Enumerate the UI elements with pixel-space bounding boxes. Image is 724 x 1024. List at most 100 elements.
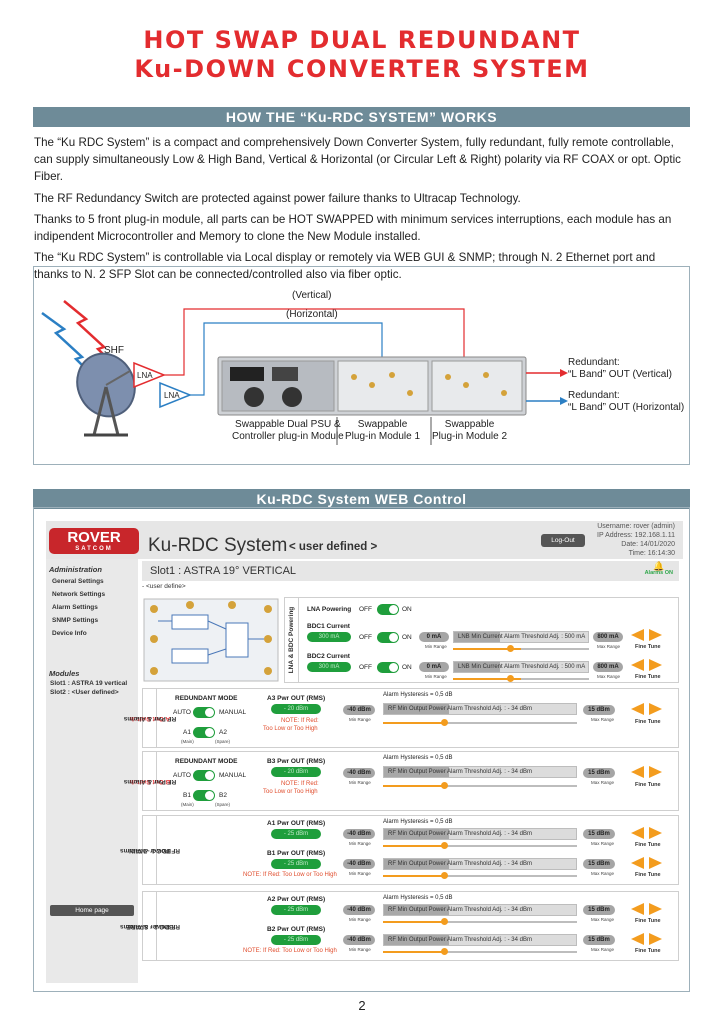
b3-min-range: -40 dBm xyxy=(343,768,375,778)
fine-tune-left-icon[interactable] xyxy=(631,933,644,945)
fine-tune-left-icon[interactable] xyxy=(631,903,644,915)
fine-tune-right-icon[interactable] xyxy=(649,703,662,715)
b2-max-range: 15 dBm xyxy=(583,935,615,945)
fine-tune-left-icon[interactable] xyxy=(631,629,644,641)
fine-tune-right-icon[interactable] xyxy=(649,766,662,778)
a3-pwr-value: - 20 dBm xyxy=(271,704,321,714)
slider-knob[interactable] xyxy=(441,948,448,955)
home-page-button[interactable]: Home page xyxy=(50,905,134,916)
on-label: ON xyxy=(402,664,412,671)
fine-tune-label: Fine Tune xyxy=(635,872,661,878)
fine-tune-right-icon[interactable] xyxy=(649,903,662,915)
slider-knob[interactable] xyxy=(441,782,448,789)
slider-knob[interactable] xyxy=(441,872,448,879)
slider-knob[interactable] xyxy=(441,918,448,925)
intro-paragraph: Thanks to 5 front plug-in module, all pa… xyxy=(34,212,672,244)
a2-threshold-slider[interactable] xyxy=(383,921,577,923)
slider-knob[interactable] xyxy=(507,645,514,652)
fine-tune-right-icon[interactable] xyxy=(649,827,662,839)
sidebar-item-alarm[interactable]: Alarm Settings xyxy=(52,604,98,611)
bdc1-threshold: LNB Min Current Alarm Threshold Adj. : 5… xyxy=(453,631,589,643)
fine-tune-left-icon[interactable] xyxy=(631,827,644,839)
fine-tune-left-icon[interactable] xyxy=(631,659,644,671)
slider-knob[interactable] xyxy=(441,842,448,849)
fine-tune-label: Fine Tune xyxy=(635,842,661,848)
fine-tune-right-icon[interactable] xyxy=(649,659,662,671)
alarm-hysteresis: Alarm Hysteresis = 0,5 dB xyxy=(383,819,453,825)
bdc1-toggle[interactable] xyxy=(377,632,399,643)
fine-tune-left-icon[interactable] xyxy=(631,703,644,715)
max-range-label: Max Range xyxy=(591,717,615,722)
page-title: HOT SWAP DUAL REDUNDANT Ku-DOWN CONVERTE… xyxy=(0,26,724,84)
b-mode-toggle[interactable] xyxy=(193,770,215,781)
a3-threshold-slider[interactable] xyxy=(383,722,577,724)
sidebar-item-slot2[interactable]: Slot2 : <User defined> xyxy=(50,689,119,696)
rdc-chassis-icon xyxy=(217,356,527,416)
lna-powering-toggle[interactable] xyxy=(377,604,399,615)
lna-blue-icon xyxy=(159,381,193,409)
b3-threshold-slider[interactable] xyxy=(383,785,577,787)
fine-tune-left-icon[interactable] xyxy=(631,857,644,869)
sidebar-item-network[interactable]: Network Settings xyxy=(52,591,106,598)
a2-threshold: RF Min Output Power Alarm Threshold Adj.… xyxy=(383,904,577,916)
on-label: ON xyxy=(402,634,412,641)
main-label: (Main) xyxy=(181,802,194,807)
bdc1-current-value: 300 mA xyxy=(307,632,351,642)
fine-tune-right-icon[interactable] xyxy=(649,629,662,641)
b1-threshold-slider[interactable] xyxy=(383,875,577,877)
b2-threshold-slider[interactable] xyxy=(383,951,577,953)
slider-knob[interactable] xyxy=(441,719,448,726)
bdc1-max-range: 800 mA xyxy=(593,632,623,642)
auto-label: AUTO xyxy=(173,772,191,779)
sidebar-heading-modules: Modules xyxy=(49,669,80,678)
max-range-label: Max Range xyxy=(591,947,615,952)
max-range-label: Max Range xyxy=(591,841,615,846)
note-label: Too Low or Too High xyxy=(263,726,318,732)
spare-label: (Spare) xyxy=(215,802,231,807)
b2-pwr-value: - 25 dBm xyxy=(271,935,321,945)
fine-tune-left-icon[interactable] xyxy=(631,766,644,778)
a-select-toggle[interactable] xyxy=(193,727,215,738)
b2-min-range: -40 dBm xyxy=(343,935,375,945)
a3-max-range: 15 dBm xyxy=(583,705,615,715)
bdc1-threshold-slider[interactable] xyxy=(453,648,589,650)
fine-tune-right-icon[interactable] xyxy=(649,857,662,869)
min-range-label: Min Range xyxy=(349,780,371,785)
bdc2-toggle[interactable] xyxy=(377,662,399,673)
sidebar-item-slot1[interactable]: Slot1 : ASTRA 19 vertical xyxy=(50,680,128,687)
label-out-vertical: Redundant:“L Band” OUT (Vertical) xyxy=(568,357,672,380)
bdc2-threshold: LNB Min Current Alarm Threshold Adj. : 5… xyxy=(453,661,589,673)
b3-pwr-value: - 20 dBm xyxy=(271,767,321,777)
bdc2-threshold-slider[interactable] xyxy=(453,678,589,680)
b-select-toggle[interactable] xyxy=(193,790,215,801)
slot-label: Slot1 : ASTRA 19° VERTICAL xyxy=(150,565,297,577)
b1-pwr-value: - 25 dBm xyxy=(271,859,321,869)
fine-tune-right-icon[interactable] xyxy=(649,933,662,945)
fine-tune-label: Fine Tune xyxy=(635,918,661,924)
alarms-indicator[interactable]: 🔔Alarms ON xyxy=(644,561,673,577)
user-info: Username: rover (admin)IP Address: 192.1… xyxy=(597,523,675,557)
b2-pwr-label: B2 Pwr OUT (RMS) xyxy=(267,926,326,933)
logout-button[interactable]: Log-Out xyxy=(541,534,585,547)
sidebar-item-snmp[interactable]: SNMP Settings xyxy=(52,617,99,624)
label-vertical: (Vertical) xyxy=(292,290,332,301)
min-range-label: Min Range xyxy=(425,674,447,679)
bdc1-min-range: 0 mA xyxy=(419,632,449,642)
a1-threshold-slider[interactable] xyxy=(383,845,577,847)
label-lna-2: LNA xyxy=(164,391,180,400)
section-lna-bdc: LNA & BDC Powering LNA Powering OFF ON B… xyxy=(284,597,679,683)
slider-knob[interactable] xyxy=(507,675,514,682)
sidebar-item-device-info[interactable]: Device Info xyxy=(52,630,87,637)
b2-label: B2 xyxy=(219,792,227,799)
a-mode-toggle[interactable] xyxy=(193,707,215,718)
sidebar-item-general[interactable]: General Settings xyxy=(52,578,104,585)
label-lna-1: LNA xyxy=(137,371,153,380)
title-line-1: HOT SWAP DUAL REDUNDANT xyxy=(143,26,581,54)
label-horizontal: (Horizontal) xyxy=(286,309,338,320)
